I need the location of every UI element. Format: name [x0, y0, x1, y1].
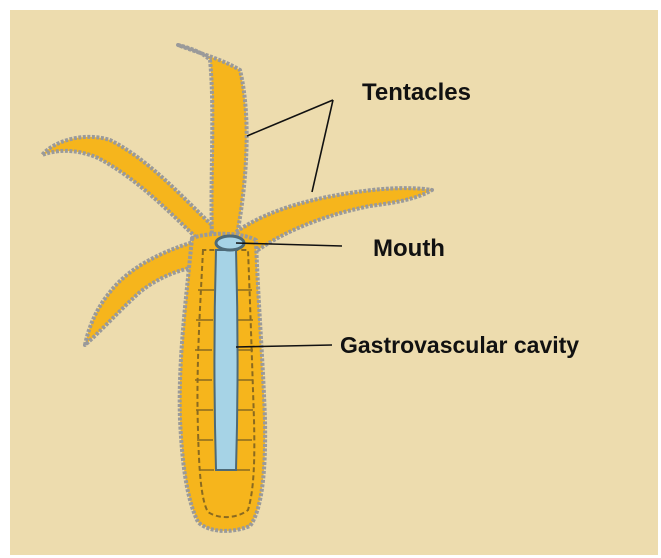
- gastrovascular-cavity: [215, 250, 238, 470]
- label-gastrovascular-cavity: Gastrovascular cavity: [340, 332, 579, 358]
- label-mouth: Mouth: [373, 235, 445, 262]
- label-tentacles: Tentacles: [362, 79, 471, 106]
- background-panel: [10, 10, 658, 555]
